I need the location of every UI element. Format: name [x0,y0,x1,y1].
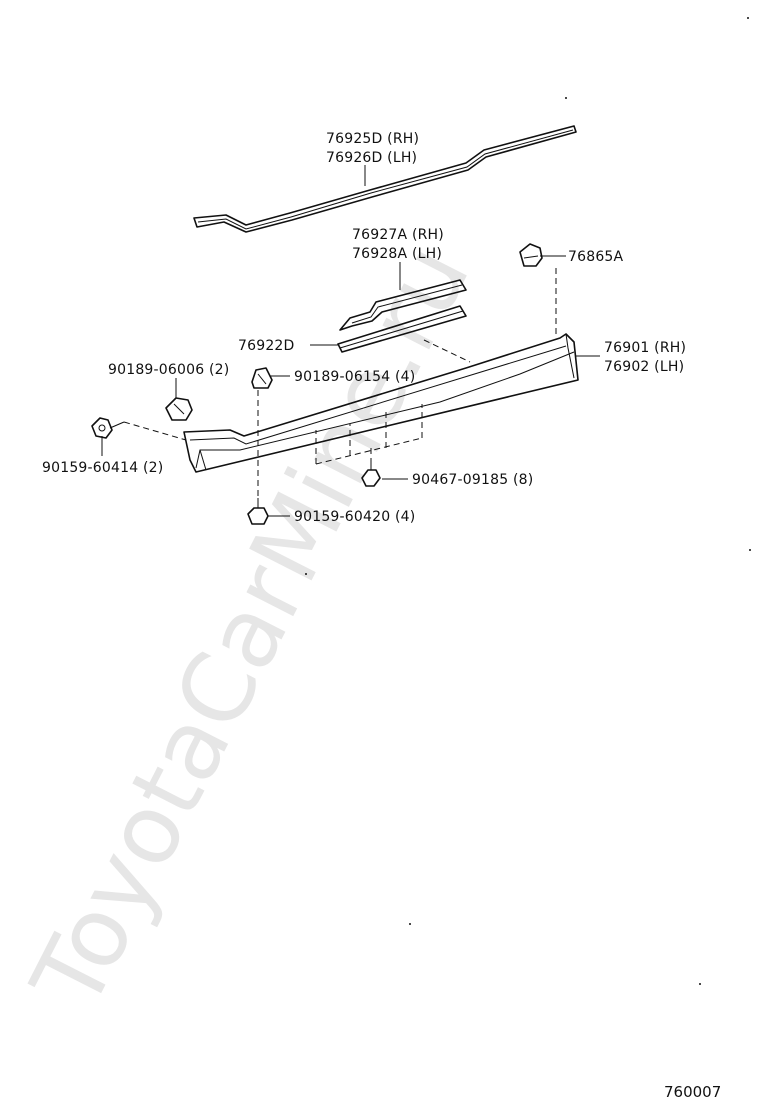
label-90189-06006: 90189-06006 (2) [108,362,229,378]
label-90467-09185: 90467-09185 (8) [412,472,533,488]
middle-molding [339,279,467,331]
stray-dots [305,17,751,985]
clip-76865a-icon [519,243,543,267]
label-76865a: 76865A [568,249,624,265]
label-76925d: 76925D (RH) [326,131,419,147]
rocker-panel [183,333,579,473]
label-76926d: 76926D (LH) [326,150,417,166]
label-90159-60414: 90159-60414 (2) [42,460,163,476]
screw-90159-60414-icon [91,417,125,439]
leader-lines [101,165,600,517]
label-90159-60420: 90159-60420 (4) [294,509,415,525]
diagram-code: 760007 [664,1083,721,1101]
clip-90467-09185-icon [361,462,381,487]
label-76902: 76902 (LH) [604,359,684,375]
label-76922d: 76922D [238,338,295,354]
label-76927a: 76927A (RH) [352,227,444,243]
nut-90189-06154-icon [251,367,273,389]
label-76928a: 76928A (LH) [352,246,442,262]
tape-strip [337,305,467,353]
label-90189-06154: 90189-06154 (4) [294,369,415,385]
grommet-90189-06006-icon [165,397,193,421]
upper-molding-strip [193,125,577,233]
label-76901: 76901 (RH) [604,340,686,356]
assembly-dashed-lines [123,268,557,498]
